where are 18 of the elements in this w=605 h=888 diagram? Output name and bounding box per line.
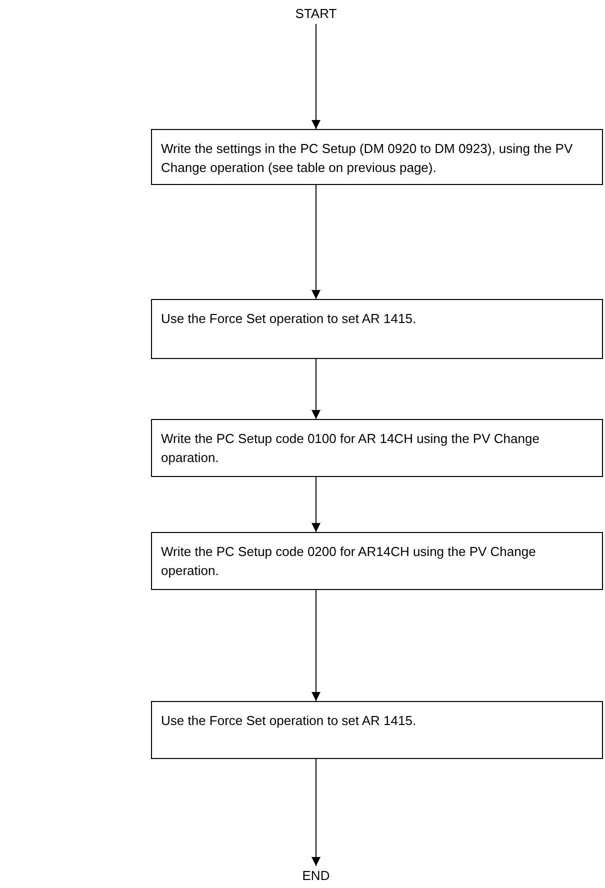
- process-box: [151, 299, 603, 359]
- arrow: [312, 758, 320, 866]
- step-text: Write the PC Setup code 0100 for AR 14CH using the PV Change oparation.: [161, 430, 540, 467]
- arrow: [312, 590, 320, 702]
- step-text: Use the Force Set operation to set AR 1415.: [161, 310, 418, 328]
- arrow: [312, 184, 320, 300]
- step-text: Write the PC Setup code 0200 for AR14CH using the PV Change operation.: [161, 543, 537, 580]
- arrow: [312, 476, 320, 532]
- process-box: [151, 701, 603, 759]
- process-box: [151, 419, 603, 477]
- step-text: Use the Force Set operation to set AR 1415.: [161, 712, 418, 730]
- arrow: [312, 24, 320, 130]
- step-text: Write the settings in the PC Setup (DM 0920 to DM 0923), using the PV Change operation (see table on previous page).: [161, 140, 574, 177]
- process-box: [151, 129, 603, 185]
- terminal-label: END: [276, 866, 356, 886]
- terminal-label: START: [276, 4, 356, 24]
- arrow: [312, 358, 320, 420]
- process-box: [151, 532, 603, 590]
